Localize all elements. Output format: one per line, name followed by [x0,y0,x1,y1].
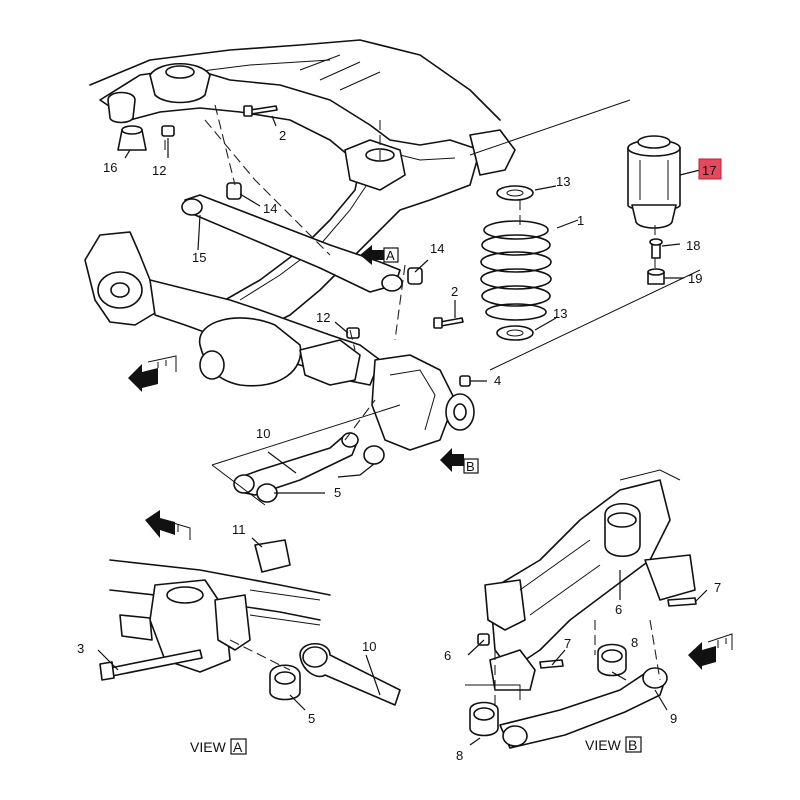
callout-13-lower: 13 [553,306,567,321]
view-b-marker: B [440,448,479,474]
view-b-label-letter: B [628,737,637,753]
front-direction-arrow-top [128,355,177,392]
callout-17: 17 [702,163,716,178]
callout-17-highlight [698,158,722,180]
bolt-2-lower [439,317,464,327]
nut-12-upper [161,125,175,137]
callout-3: 3 [77,641,84,656]
view-b-label: VIEW B [585,736,642,753]
view-b-marker-letter: B [466,459,475,474]
view-a-label-prefix: VIEW [190,739,227,755]
view-b-detail [465,469,697,749]
leader-lines [97,115,708,746]
lower-spring-insulator [496,325,534,341]
view-a-label-letter: A [233,739,243,755]
callout-5-top: 5 [334,485,341,500]
callout-7-left: 7 [564,636,571,651]
callout-7-right: 7 [714,580,721,595]
callout-10-view-a: 10 [362,639,376,654]
callout-6-left: 6 [444,648,451,663]
view-b-label-prefix: VIEW [585,737,622,753]
callout-10-top: 10 [256,426,270,441]
callout-12-lower: 12 [316,310,330,325]
upper-spring-insulator [496,185,534,201]
upper-control-arm [181,182,423,293]
callout-13-upper: 13 [556,174,570,189]
view-a-detail [99,539,401,706]
callout-18: 18 [686,238,700,253]
callout-11: 11 [232,522,246,537]
callout-8-left: 8 [456,748,463,763]
coil-spring [480,220,552,321]
shock-absorber [627,135,681,229]
callout-9: 9 [670,711,677,726]
nut-4 [459,375,471,387]
callout-16: 16 [103,160,117,175]
rear-axle [84,231,475,451]
callout-labels: 1 2 2 3 4 5 5 6 6 7 7 8 8 9 10 10 11 12 … [77,128,722,763]
callout-14-upper: 14 [263,201,277,216]
callout-5-view-a: 5 [308,711,315,726]
callout-8-right: 8 [631,635,638,650]
callout-19: 19 [688,271,702,286]
view-a-marker: A [360,245,399,265]
callout-15: 15 [192,250,206,265]
callout-4: 4 [494,373,501,388]
callout-6-right: 6 [615,602,622,617]
lower-control-arm [233,432,385,503]
front-direction-arrow-view-a [145,510,191,540]
callout-14-lower: 14 [430,241,444,256]
view-a-label: VIEW A [190,738,247,755]
view-a-marker-letter: A [386,248,395,263]
nut-12-lower [346,327,360,339]
callout-2-upper: 2 [279,128,286,143]
callout-2-lower: 2 [451,284,458,299]
callout-1: 1 [577,213,584,228]
front-direction-arrow-view-b [688,633,733,670]
frame-assembly [89,39,516,336]
callout-12-upper: 12 [152,163,166,178]
